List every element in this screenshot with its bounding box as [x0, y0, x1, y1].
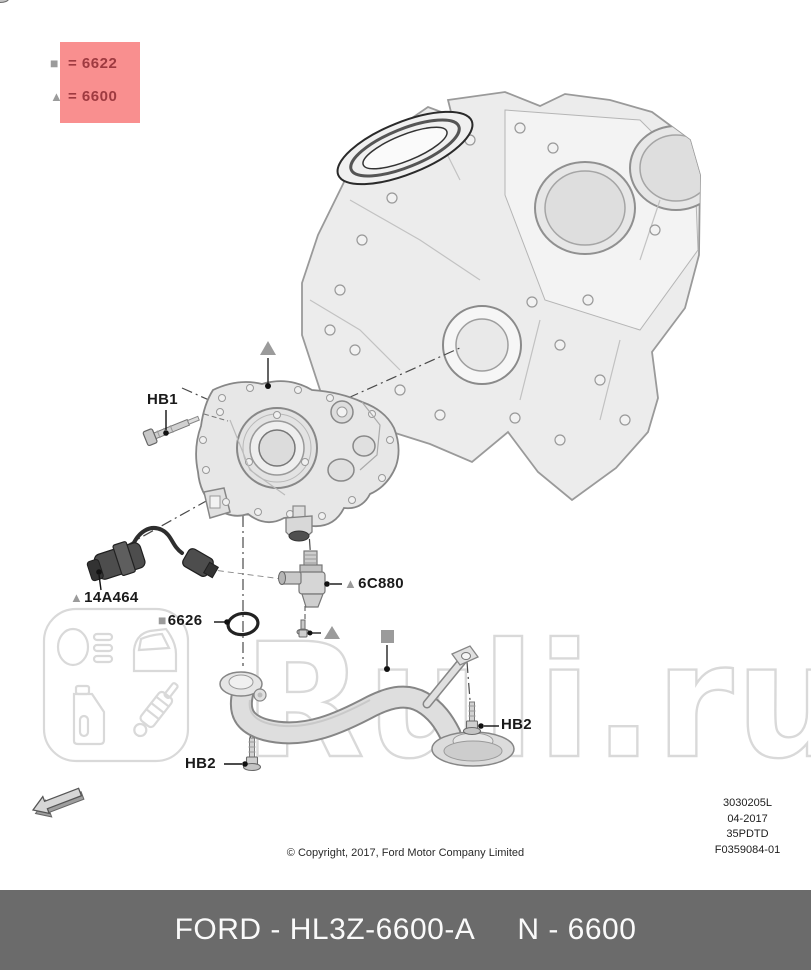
- legend-box: ■ = 6622 ▲ = 6600: [50, 42, 140, 123]
- callout-hb2-left: HB2: [185, 755, 216, 772]
- footer-catalog-number: N - 6600: [517, 913, 637, 946]
- triangle-marker-bolt: [307, 626, 340, 639]
- sensor-illustration: [86, 526, 220, 582]
- triangle-marker-icon: ▲: [70, 590, 84, 605]
- engine-block-illustration: [301, 91, 701, 502]
- oring-illustration: [226, 611, 260, 637]
- square-marker-icon: ■: [158, 612, 167, 628]
- small-bolt-illustration: [296, 619, 310, 638]
- watermark-text: Ruli.ru: [243, 610, 811, 794]
- legend-label: = 6600: [68, 87, 118, 105]
- document-info-block: 3030205L 04-2017 35PDTD F0359084-01: [695, 796, 800, 858]
- doc-figure-number: F0359084-01: [714, 843, 781, 856]
- legend-item-6622: ■ = 6622: [50, 51, 140, 75]
- callout-hb2-right: HB2: [501, 716, 532, 733]
- legend-item-6600: ▲ = 6600: [50, 84, 140, 108]
- callout-14a464: ▲14A464: [70, 589, 139, 606]
- square-marker-tube: [381, 630, 394, 672]
- doc-number: 3030205L: [723, 797, 772, 809]
- footer-bar: FORD - HL3Z-6600-A N - 6600: [0, 890, 811, 970]
- callout-leader-lines: [96, 410, 499, 767]
- triangle-marker-icon: ▲: [344, 576, 358, 591]
- callout-6626: ■6626: [158, 612, 203, 629]
- copyright-text: © Copyright, 2017, Ford Motor Company Li…: [286, 847, 525, 859]
- callout-hb1: HB1: [147, 391, 178, 408]
- footer-part-number: FORD - HL3Z-6600-A: [174, 913, 476, 946]
- callout-6c880: ▲6C880: [344, 575, 404, 592]
- solenoid-illustration: [278, 550, 326, 608]
- doc-date: 04-2017: [727, 812, 768, 825]
- watermark-logo: [42, 607, 190, 763]
- square-marker-icon: ■: [50, 54, 59, 71]
- legend-label: = 6622: [68, 54, 118, 72]
- direction-arrow: [31, 787, 85, 818]
- pickup-tube-illustration: [219, 645, 515, 767]
- triangle-marker-pump: [260, 341, 276, 389]
- triangle-marker-icon: ▲: [50, 88, 63, 104]
- doc-engine-code: 35PDTD: [726, 828, 769, 840]
- hb1-bolt-illustration: [142, 415, 200, 447]
- oil-pump-illustration: [195, 380, 400, 542]
